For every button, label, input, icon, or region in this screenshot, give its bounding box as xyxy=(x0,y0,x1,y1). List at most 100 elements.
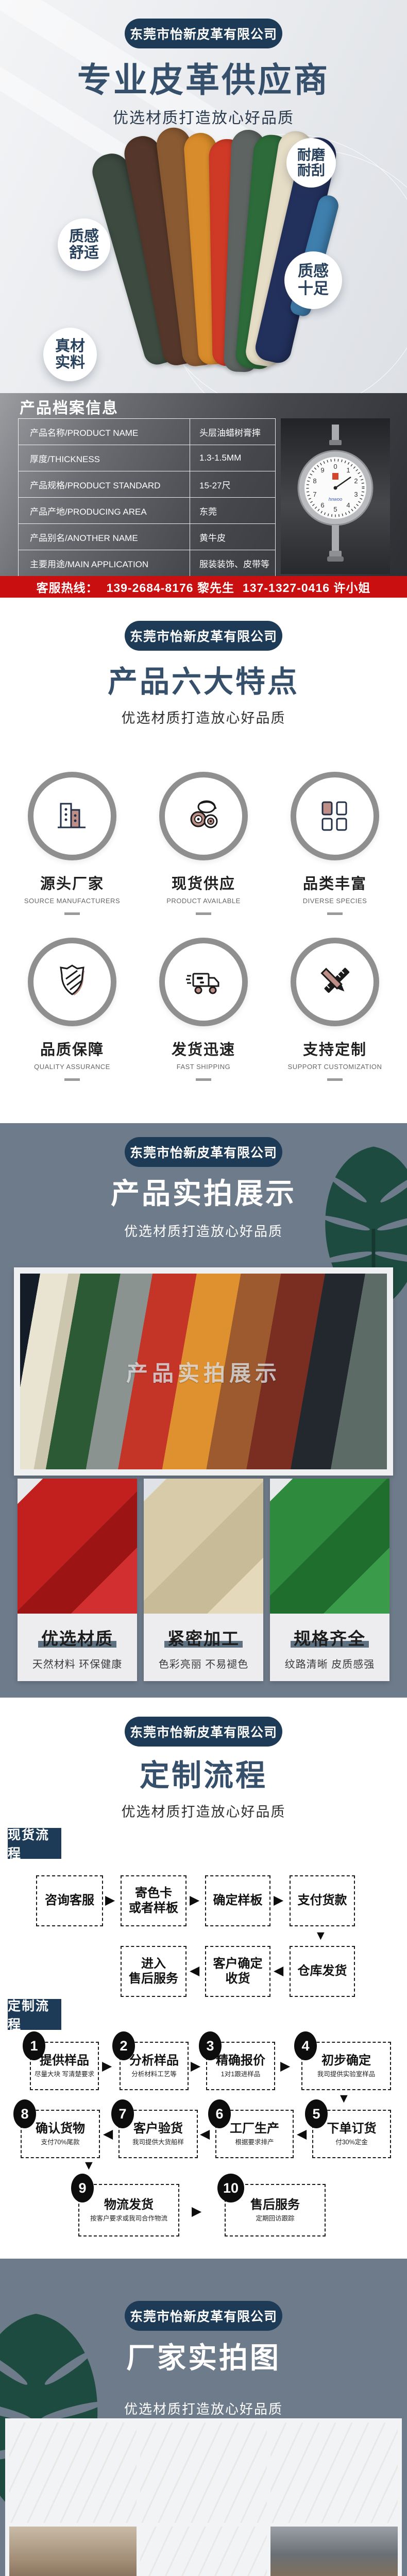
features-title: 产品六大特点 xyxy=(107,665,299,699)
showcase-card: 规格齐全 纹路清晰 皮质感强 xyxy=(270,1479,389,1681)
row-value: 服装装饰、皮带等 xyxy=(190,550,276,577)
custom-step: 4 初步确定我司提供实验室样品 xyxy=(294,2031,391,2090)
flow-step: 支付货款 xyxy=(290,1875,355,1926)
badge-text: 真材 xyxy=(55,337,85,354)
dash-decoration xyxy=(196,1078,211,1081)
custom-step: 9 物流发货按客户要求或我司合作物流 xyxy=(71,2174,179,2236)
feature-circle xyxy=(28,938,116,1026)
svg-text:8: 8 xyxy=(313,477,316,485)
factory-photo-grid xyxy=(5,2418,402,2576)
company-pill: 东莞市怡新皮革有限公司 xyxy=(125,1137,282,1167)
svg-text:4: 4 xyxy=(346,501,350,509)
row-value: 1.3-1.5MM xyxy=(190,445,276,471)
svg-text:6: 6 xyxy=(320,501,324,509)
feature-circle xyxy=(159,938,248,1026)
company-pill: 东莞市怡新皮革有限公司 xyxy=(125,1717,282,1747)
leather-rolls-photo: 产品实拍展示 xyxy=(20,1274,387,1469)
title-underline xyxy=(38,1641,116,1648)
step-number: 9 xyxy=(71,2174,94,2202)
factory-photo xyxy=(270,2527,398,2576)
stock-flow-badge: 现货流程 xyxy=(8,1828,61,1861)
custom-step: 6 工厂生产根据要求排产 xyxy=(208,2099,294,2158)
info-title: 产品档案信息 xyxy=(20,400,118,417)
features-section: 东莞市怡新皮革有限公司 产品六大特点 优选材质打造放心好品质 源头厂家 SOUR… xyxy=(0,598,407,1123)
company-name: 东莞市怡新皮革有限公司 xyxy=(129,1725,277,1740)
feature-item: 发货迅速 FAST SHIPPING xyxy=(142,938,265,1081)
arrow-right-icon: ▶ xyxy=(190,1893,200,1907)
svg-text:9: 9 xyxy=(320,466,324,474)
row-value: 头层油蜡树膏摔 xyxy=(190,418,276,445)
table-row: 产品名称/PRODUCT NAME 头层油蜡树膏摔 xyxy=(18,418,276,445)
product-info-section: 产品档案信息 产品名称/PRODUCT NAME 头层油蜡树膏摔 厚度/THIC… xyxy=(0,393,407,598)
svg-text:1: 1 xyxy=(346,466,350,474)
badge-text: 质感 xyxy=(298,263,329,280)
arrow-left-icon: ◀ xyxy=(190,1963,200,1978)
feature-en: PRODUCT AVAILABLE xyxy=(166,897,241,905)
arrow-left-icon: ◀ xyxy=(103,2127,113,2141)
custom-step: 7 客户验货我司提供大货船样 xyxy=(111,2099,198,2158)
dash-decoration xyxy=(64,912,80,915)
flow-step: 进入售后服务 xyxy=(121,1946,186,1997)
feature-en: SOURCE MANUFACTURERS xyxy=(24,897,121,905)
green-leather-photo xyxy=(270,1479,389,1614)
badge-genuine: 真材 实料 xyxy=(43,328,97,381)
factory-title: 厂家实拍图 xyxy=(126,2342,281,2374)
flow-step: 客户确定收货 xyxy=(205,1946,270,1997)
table-row: 产品规格/PRODUCT STANDARD 15-27尺 xyxy=(18,471,276,498)
badge-text: 耐磨 xyxy=(297,147,325,163)
factory-photo xyxy=(270,2422,398,2523)
title-underline xyxy=(291,1641,369,1648)
step-number: 1 xyxy=(23,2031,45,2060)
showcase-card: 紧密加工 色彩亮丽 不易褪色 xyxy=(144,1479,263,1681)
shield-icon xyxy=(60,964,84,995)
arrow-left-icon: ◀ xyxy=(297,2127,307,2141)
arrow-down-icon: ▼ xyxy=(314,1928,327,1943)
table-row: 厚度/THICKNESS 1.3-1.5MM xyxy=(18,445,276,471)
feature-zh: 支持定制 xyxy=(302,1042,367,1058)
flow-step: 仓库发货 xyxy=(290,1946,355,1997)
showcase-subtitle: 优选材质打造放心好品质 xyxy=(124,1224,283,1239)
feature-zh: 品质保障 xyxy=(40,1042,104,1058)
feature-item: 品质保障 QUALITY ASSURANCE xyxy=(10,938,134,1081)
custom-step: 5 下单订货付30%定金 xyxy=(305,2099,391,2158)
step-number: 2 xyxy=(112,2031,135,2060)
custom-flow-badge: 定制流程 xyxy=(8,1999,61,2032)
card-desc: 天然材料 环保健康 xyxy=(32,1659,123,1670)
main-product-photo: 产品实拍展示 xyxy=(14,1267,393,1476)
svg-text:0: 0 xyxy=(333,463,337,470)
badge-text: 质感 xyxy=(69,228,99,245)
badge-durable: 耐磨 耐刮 xyxy=(286,138,336,188)
table-row: 产品产地/PRODUCING AREA 东莞 xyxy=(18,497,276,524)
dash-decoration xyxy=(327,1078,343,1081)
feature-circle xyxy=(291,938,379,1026)
arrow-left-icon: ◀ xyxy=(274,1963,284,1978)
row-label: 产品产地/PRODUCING AREA xyxy=(18,497,190,524)
company-pill: 东莞市怡新皮革有限公司 xyxy=(125,621,282,651)
company-name: 东莞市怡新皮革有限公司 xyxy=(129,2310,277,2324)
factory-section: 东莞市怡新皮革有限公司 厂家实拍图 优选材质打造放心好品质 xyxy=(0,2259,407,2576)
feature-circle xyxy=(159,772,248,860)
custom-step: 10 售后服务定期回访跟踪 xyxy=(217,2174,326,2236)
badge-comfort: 质感 舒适 xyxy=(58,218,110,271)
custom-step: 1 提供样品尽量大块 写清楚要求 xyxy=(23,2031,99,2090)
page-title: 专业皮革供应商 xyxy=(77,61,330,99)
showcase-section: 东莞市怡新皮革有限公司 产品实拍展示 优选材质打造放心好品质 产品实拍展示 优选… xyxy=(0,1123,407,1698)
red-leather-photo xyxy=(18,1479,137,1614)
arrow-right-icon: ▶ xyxy=(102,2059,112,2073)
thickness-gauge-photo: hnwoo 0 1 2 3 4 5 6 7 8 9 xyxy=(281,418,390,574)
company-name: 东莞市怡新皮革有限公司 xyxy=(129,1146,277,1160)
feature-en: DIVERSE SPECIES xyxy=(302,897,367,905)
truck-icon xyxy=(186,973,219,994)
company-name: 东莞市怡新皮革有限公司 xyxy=(129,630,277,644)
arrow-right-icon: ▶ xyxy=(191,2059,201,2073)
step-number: 3 xyxy=(199,2031,222,2060)
row-label: 产品规格/PRODUCT STANDARD xyxy=(18,471,190,498)
arrow-right-icon: ▶ xyxy=(274,1893,284,1907)
company-pill: 东莞市怡新皮革有限公司 xyxy=(125,2301,282,2331)
factory-photo xyxy=(140,2422,267,2523)
step-number: 8 xyxy=(13,2099,36,2128)
page-subtitle: 优选材质打造放心好品质 xyxy=(113,110,294,127)
flow-step: 寄色卡或者样板 xyxy=(121,1875,186,1926)
step-number: 6 xyxy=(208,2099,231,2128)
